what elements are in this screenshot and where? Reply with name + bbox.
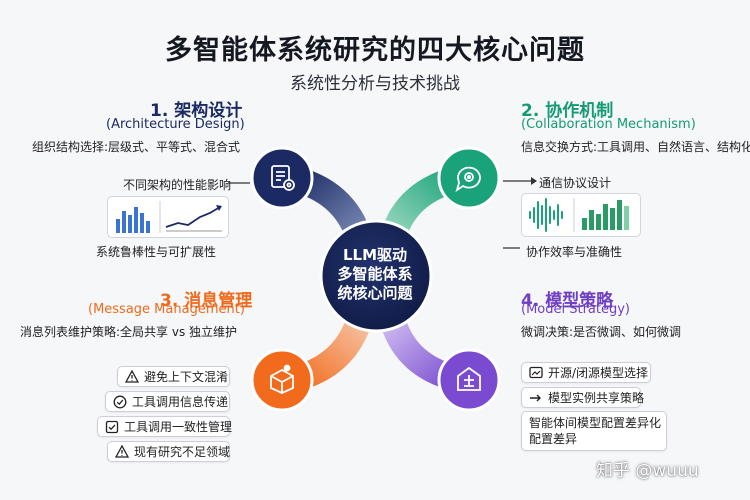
center-line-3: 统核心问题	[337, 284, 413, 302]
bar-line-chart-icon	[116, 201, 222, 233]
center-circle	[319, 219, 433, 333]
architecture-point-3: 系统鲁棒性与可扩展性	[96, 245, 217, 259]
message-item-4-label: 现有研究不足领域	[134, 445, 231, 459]
model-item-3: 智能体间模型配置差异化 配置差异	[521, 411, 667, 451]
node-message	[250, 348, 314, 412]
image-frame-icon	[529, 366, 543, 379]
model-item-3-label: 智能体间模型配置差异化	[529, 415, 662, 430]
message-title: 3. 消息管理	[160, 291, 253, 311]
message-item-4: 现有研究不足领域	[107, 441, 230, 462]
waveform-bar-icon	[529, 198, 629, 232]
model-title: 4. 模型策略	[521, 291, 614, 311]
architecture-point-2: 不同架构的性能影响	[123, 178, 232, 192]
collaboration-english: (Collaboration Mechanism)	[521, 117, 696, 132]
architecture-title: 1. 架构设计	[150, 101, 243, 121]
arrowhead-q2-l2	[531, 177, 537, 185]
page-title: 多智能体系统研究的四大核心问题	[165, 35, 585, 66]
message-item-3: 工具调用一致性管理	[97, 416, 233, 437]
check-circle-icon	[113, 395, 127, 408]
chat-bubble-icon	[455, 166, 481, 193]
model-point-1: 微调决策:是否微调、如何微调	[521, 325, 682, 339]
center-label: LLM驱动 多智能体系 统核心问题	[325, 246, 425, 303]
model-item-2: 模型实例共享策略	[521, 387, 645, 408]
collaboration-title: 2. 协作机制	[521, 101, 614, 121]
architecture-point-1: 组织结构选择:层级式、平等式、混合式	[32, 140, 241, 154]
node-architecture	[250, 146, 314, 210]
model-item-1-label: 开源/闭源模型选择	[548, 366, 649, 380]
collaboration-point-2: 通信协议设计	[539, 176, 612, 190]
model-item-2-label: 模型实例共享策略	[548, 391, 645, 405]
message-english: (Message Management)	[88, 302, 245, 317]
watermark: 知乎 @wuuu	[596, 461, 699, 481]
message-item-3-label: 工具调用一致性管理	[124, 420, 233, 434]
warning-icon	[115, 445, 129, 458]
message-point-1: 消息列表维护策略:全局共享 vs 独立维护	[20, 325, 238, 339]
box-icon	[270, 364, 294, 394]
message-item-1-label: 避免上下文混淆	[144, 370, 229, 384]
checkbox-icon	[105, 420, 119, 433]
collaboration-chart-card	[521, 193, 641, 237]
architecture-english: (Architecture Design)	[106, 117, 245, 132]
center-line-2: 多智能体系	[337, 265, 413, 283]
document-gear-icon	[271, 165, 295, 191]
warning-icon	[125, 370, 139, 383]
message-item-2: 工具调用信息传递	[105, 391, 230, 412]
arrow-right-icon	[530, 394, 541, 401]
model-item-1: 开源/闭源模型选择	[521, 362, 651, 383]
page-subtitle: 系统性分析与技术挑战	[290, 74, 460, 94]
model-item-3-sublabel: 配置差异	[529, 431, 578, 446]
message-item-1: 避免上下文混淆	[117, 366, 230, 387]
architecture-chart-card	[107, 196, 229, 238]
model-strategy-icon	[457, 366, 481, 391]
collaboration-point-1: 信息交换方式:工具调用、自然语言、结构化数据	[521, 140, 750, 154]
center-line-1: LLM驱动	[342, 246, 408, 264]
model-english: (Model Strategy)	[521, 302, 631, 317]
message-item-2-label: 工具调用信息传递	[132, 395, 229, 409]
collaboration-point-3: 协作效率与准确性	[526, 245, 623, 259]
